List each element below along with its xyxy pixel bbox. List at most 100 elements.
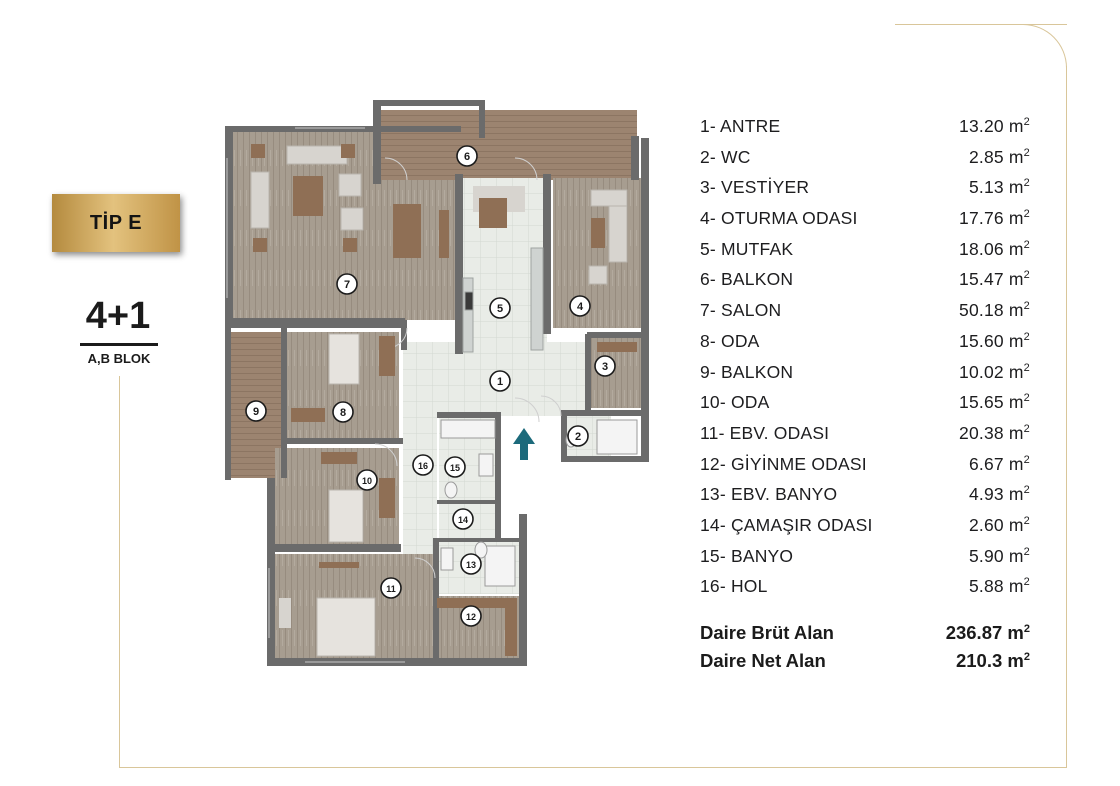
svg-text:12: 12 [466,612,476,622]
room-label: 12- GİYİNME ODASI [700,453,867,474]
unit: m2 [1003,484,1030,505]
room-marker-4: 4 [569,295,591,317]
room-marker-9: 9 [245,400,267,422]
unit: m2 [1003,269,1030,290]
room-area: 10.02 m2 [959,361,1030,382]
room-label: 10- ODA [700,392,770,413]
unit: m2 [1003,300,1030,321]
room-marker-7: 7 [336,273,358,295]
room-label: 1- ANTRE [700,116,781,136]
total-area: 236.87 m2 [945,622,1030,643]
room-label: 4- OTURMA ODASI [700,208,858,229]
svg-text:11: 11 [386,584,396,594]
room-marker-12: 12 [460,605,482,627]
total-row: Daire Net Alan 210.3 m2 [700,650,1030,678]
room-area: 18.06 m2 [959,238,1030,259]
windows [226,127,405,663]
room-area: 15.65 m2 [959,392,1030,413]
kitchen-counters [462,247,544,353]
svg-text:5: 5 [497,303,503,315]
room-marker-15: 15 [444,456,466,478]
svg-text:6: 6 [464,151,470,163]
unit: m2 [1003,146,1030,167]
room-label: 5- MUTFAK [700,238,794,259]
total-row: Daire Brüt Alan 236.87 m2 [700,622,1030,650]
furniture [250,144,637,657]
room-area: 2.60 m2 [968,514,1030,535]
unit: m2 [1003,177,1030,198]
room-label: 7- SALON [700,300,782,321]
room-area: 5.90 m2 [968,545,1030,566]
room-area: 20.38 m2 [959,422,1030,443]
room-marker-10: 10 [356,469,378,491]
room-area: 2.85 m2 [968,146,1030,167]
unit: m2 [1003,576,1030,597]
room-label: 13- EBV. BANYO [700,484,838,505]
room-marker-8: 8 [332,401,354,423]
room-row: 16- HOL 5.88 m2 [700,576,1030,607]
total-label: Daire Net Alan [700,650,826,671]
room-label: 16- HOL [700,576,768,597]
room-marker-5: 5 [489,297,511,319]
room-label: 6- BALKON [700,269,794,290]
entry-arrow-icon [513,428,535,460]
room-area: 4.93 m2 [968,484,1030,505]
frame-left-line [119,376,120,768]
svg-text:14: 14 [458,515,468,525]
svg-text:13: 13 [466,560,476,570]
room-row: 14- ÇAMAŞIR ODASI 2.60 m2 [700,515,1030,546]
room-area: 15.60 m2 [959,330,1030,351]
unit: m2 [1003,392,1030,413]
room-label: 8- ODA [700,330,760,351]
room-label: 14- ÇAMAŞIR ODASI [700,514,873,535]
unit: m2 [1002,650,1030,671]
room-area: 13.20 m2 [959,116,1030,136]
total-area: 210.3 m2 [955,650,1030,671]
unit: m2 [1003,330,1030,351]
frame-right-line [1066,66,1067,768]
room-label: 11- EBV. ODASI [700,422,830,443]
room-config: 4+1 [85,295,151,337]
svg-text:8: 8 [340,407,346,419]
room-row: 2- WC 2.85 m2 [700,147,1030,178]
bath-fixtures [440,419,638,587]
room-row: 5- MUTFAK 18.06 m2 [700,239,1030,270]
frame-bottom-line [119,767,1067,768]
unit: m2 [1003,453,1030,474]
room-row: 6- BALKON 15.47 m2 [700,269,1030,300]
room-marker-6: 6 [456,145,478,167]
frame-top-line [895,24,1067,25]
room-label: 3- VESTİYER [700,177,810,198]
unit: m2 [1003,238,1030,259]
room-label: 9- BALKON [700,361,794,382]
badge-label: TİP E [89,211,143,234]
room-marker-13: 13 [460,553,482,575]
room-marker-16: 16 [412,454,434,476]
area-totals: Daire Brüt Alan 236.87 m2 Daire Net Alan 21… [700,622,1030,678]
room-row: 8- ODA 15.60 m2 [700,331,1030,362]
room-area: 17.76 m2 [959,208,1030,229]
room-row: 1- ANTRE 13.20 m2 [700,116,1030,147]
balcony-6-floor [377,110,637,180]
room-label: 2- WC [700,146,751,167]
room-marker-1: 1 [489,370,511,392]
block-label: A,B BLOK [87,351,151,366]
room-marker-2: 2 [567,425,589,447]
unit: m2 [1002,622,1030,643]
frame-corner-arc [1022,24,1067,69]
total-label: Daire Brüt Alan [700,622,834,643]
room-area: 5.88 m2 [968,576,1030,597]
unit: m2 [1003,361,1030,382]
room-row: 10- ODA 15.65 m2 [700,392,1030,423]
svg-text:1: 1 [497,376,503,388]
svg-text:10: 10 [362,476,372,486]
unit: m2 [1003,545,1030,566]
svg-text:3: 3 [602,361,608,373]
room-area: 15.47 m2 [959,269,1030,290]
room-config-underline [80,343,158,346]
hall-floor [403,416,437,562]
svg-text:9: 9 [253,406,259,418]
